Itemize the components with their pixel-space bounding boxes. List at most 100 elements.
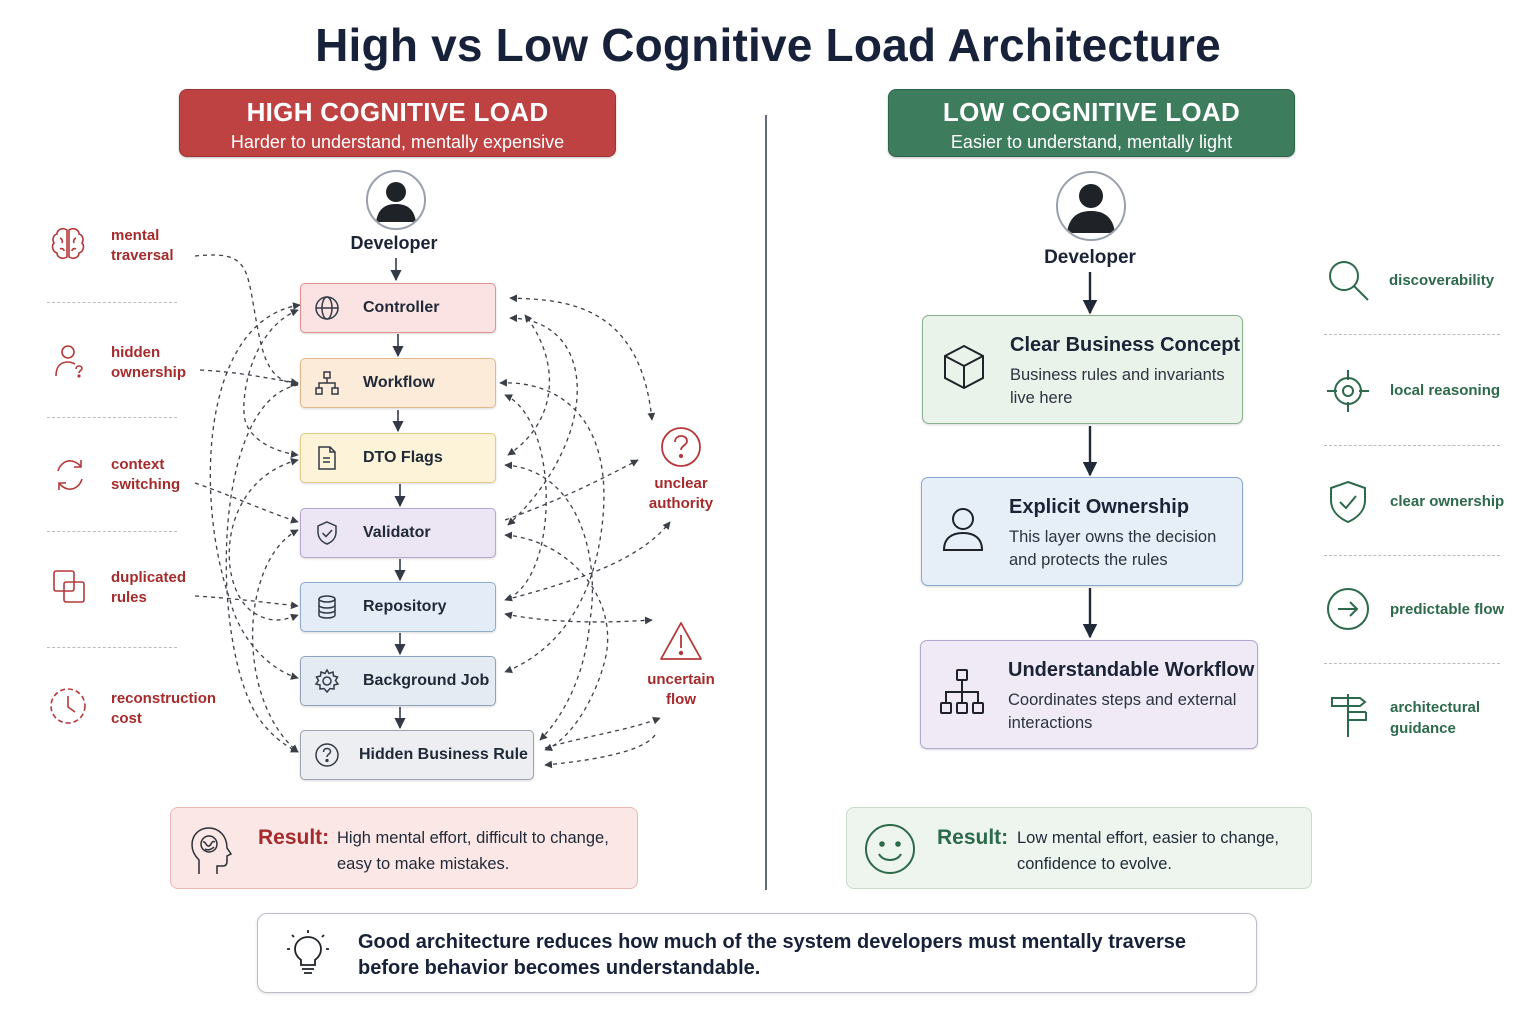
gear-icon	[313, 667, 341, 695]
annotation-duplicated-rules: duplicated rules	[111, 568, 186, 608]
annotation-hidden-ownership: hidden ownership	[111, 343, 186, 383]
high-load-title: HIGH COGNITIVE LOAD	[246, 97, 549, 127]
low-result-line: Low mental effort, easier to change,	[1017, 829, 1280, 847]
cube-icon	[939, 342, 989, 392]
hierarchy-icon	[937, 667, 987, 717]
annotation-predictable-flow: predictable flow	[1390, 601, 1505, 618]
low-load-subtitle: Easier to understand, mentally light	[950, 132, 1233, 152]
annotation-separator	[47, 417, 177, 418]
annotation-separator	[1324, 555, 1500, 556]
annotation-local-reasoning: local reasoning	[1390, 382, 1501, 399]
annotation-separator	[47, 302, 177, 303]
layer-dto-flags: DTO Flags	[300, 433, 496, 483]
low-load-title: LOW COGNITIVE LOAD	[942, 97, 1241, 127]
annotation-line: cost	[111, 710, 142, 727]
shield-check-icon	[1325, 479, 1371, 525]
arrow-circle-icon	[1325, 586, 1371, 632]
annotation-separator	[1324, 334, 1500, 335]
layer-description-line: Coordinates steps and external	[1008, 691, 1237, 709]
annotation-clear-ownership: clear ownership	[1390, 493, 1505, 510]
layer-description: Business rules and invariants live here	[1010, 364, 1250, 410]
footer-takeaway: Good architecture reduces how much of th…	[257, 913, 1257, 993]
layer-description-line: and protects the rules	[1009, 551, 1168, 569]
layer-description-line: This layer owns the decision	[1009, 528, 1217, 546]
warning-line: unclear	[654, 475, 708, 492]
person-question-icon	[50, 342, 90, 382]
warning-triangle-icon	[658, 620, 704, 662]
document-icon	[313, 444, 341, 472]
annotation-line: switching	[111, 476, 181, 493]
layer-background-job-label: Background Job	[363, 672, 490, 689]
layer-title: Understandable Workflow	[1008, 659, 1255, 681]
lightbulb-icon	[284, 928, 332, 978]
footer-text: Good architecture reduces how much of th…	[358, 929, 1238, 981]
annotation-line: architectural	[1390, 699, 1481, 716]
annotation-reconstruction-cost: reconstruction cost	[111, 689, 216, 729]
footer-line: before behavior becomes understandable.	[358, 957, 761, 979]
layer-background-job: Background Job	[300, 656, 496, 706]
person-icon	[938, 504, 988, 554]
high-result-key: Result:	[258, 826, 330, 849]
low-result-key: Result:	[937, 826, 1009, 849]
low-result-line: confidence to evolve.	[1017, 855, 1173, 873]
high-load-header: HIGH COGNITIVE LOAD Harder to understand…	[179, 89, 616, 157]
hierarchy-icon	[313, 369, 341, 397]
cycle-icon	[50, 455, 90, 495]
layer-title: Clear Business Concept	[1010, 334, 1241, 356]
smiley-icon	[863, 822, 917, 876]
layer-understandable-workflow: Understandable Workflow Coordinates step…	[920, 640, 1258, 749]
layer-validator: Validator	[300, 508, 496, 558]
layer-explicit-ownership: Explicit Ownership This layer owns the d…	[921, 477, 1243, 586]
clock-icon	[48, 686, 88, 726]
warning-unclear-authority: unclear authority	[640, 474, 722, 514]
annotation-line: guidance	[1390, 720, 1456, 737]
high-result-text: High mental effort, difficult to change,…	[337, 825, 609, 877]
annotation-line: mental	[111, 227, 160, 244]
annotation-separator	[1324, 663, 1500, 664]
layer-description-line: live here	[1010, 389, 1073, 407]
layer-dto-flags-label: DTO Flags	[363, 449, 443, 466]
warning-uncertain-flow: uncertain flow	[638, 670, 724, 710]
developer-avatar-icon	[366, 170, 426, 230]
crosshair-icon	[1325, 368, 1371, 414]
annotation-line: duplicated	[111, 569, 187, 586]
question-circle-icon	[313, 741, 341, 769]
globe-icon	[313, 294, 341, 322]
layer-hidden-business-rule: Hidden Business Rule	[300, 730, 534, 780]
head-brain-icon	[187, 822, 239, 876]
annotation-mental-traversal: mental traversal	[111, 226, 174, 266]
shield-check-icon	[313, 519, 341, 547]
layer-clear-business-concept: Clear Business Concept Business rules an…	[922, 315, 1243, 424]
layer-repository: Repository	[300, 582, 496, 632]
layer-controller-label: Controller	[363, 299, 440, 316]
annotation-discoverability: discoverability	[1389, 272, 1495, 289]
layer-hidden-business-rule-label: Hidden Business Rule	[359, 746, 528, 763]
low-load-header: LOW COGNITIVE LOAD Easier to understand,…	[888, 89, 1295, 157]
high-load-subtitle: Harder to understand, mentally expensive	[230, 132, 565, 152]
layer-validator-label: Validator	[363, 524, 431, 541]
database-icon	[313, 593, 341, 621]
search-icon	[1326, 258, 1372, 304]
layer-description-line: Business rules and invariants	[1010, 366, 1225, 384]
developer-label: Developer	[1044, 247, 1136, 268]
annotation-line: reconstruction	[111, 690, 217, 707]
page-title: High vs Low Cognitive Load Architecture	[315, 19, 1221, 71]
annotation-line: ownership	[111, 364, 187, 381]
developer-label: Developer	[350, 233, 438, 253]
brain-icon	[48, 224, 88, 264]
column-divider	[765, 115, 767, 890]
annotation-architectural-guidance: architectural guidance	[1390, 697, 1480, 739]
question-icon	[660, 426, 702, 468]
developer-avatar-icon	[1056, 171, 1126, 241]
layer-description: This layer owns the decision and protect…	[1009, 526, 1249, 572]
layer-workflow: Workflow	[300, 358, 496, 408]
layer-title: Explicit Ownership	[1009, 496, 1190, 518]
layer-workflow-label: Workflow	[363, 374, 435, 391]
layer-description-line: interactions	[1008, 714, 1093, 732]
annotation-context-switching: context switching	[111, 455, 180, 495]
footer-line: Good architecture reduces how much of th…	[358, 931, 1187, 953]
warning-line: uncertain	[647, 671, 715, 688]
layer-description: Coordinates steps and external interacti…	[1008, 689, 1258, 735]
layer-repository-label: Repository	[363, 598, 447, 615]
annotation-separator	[47, 647, 177, 648]
